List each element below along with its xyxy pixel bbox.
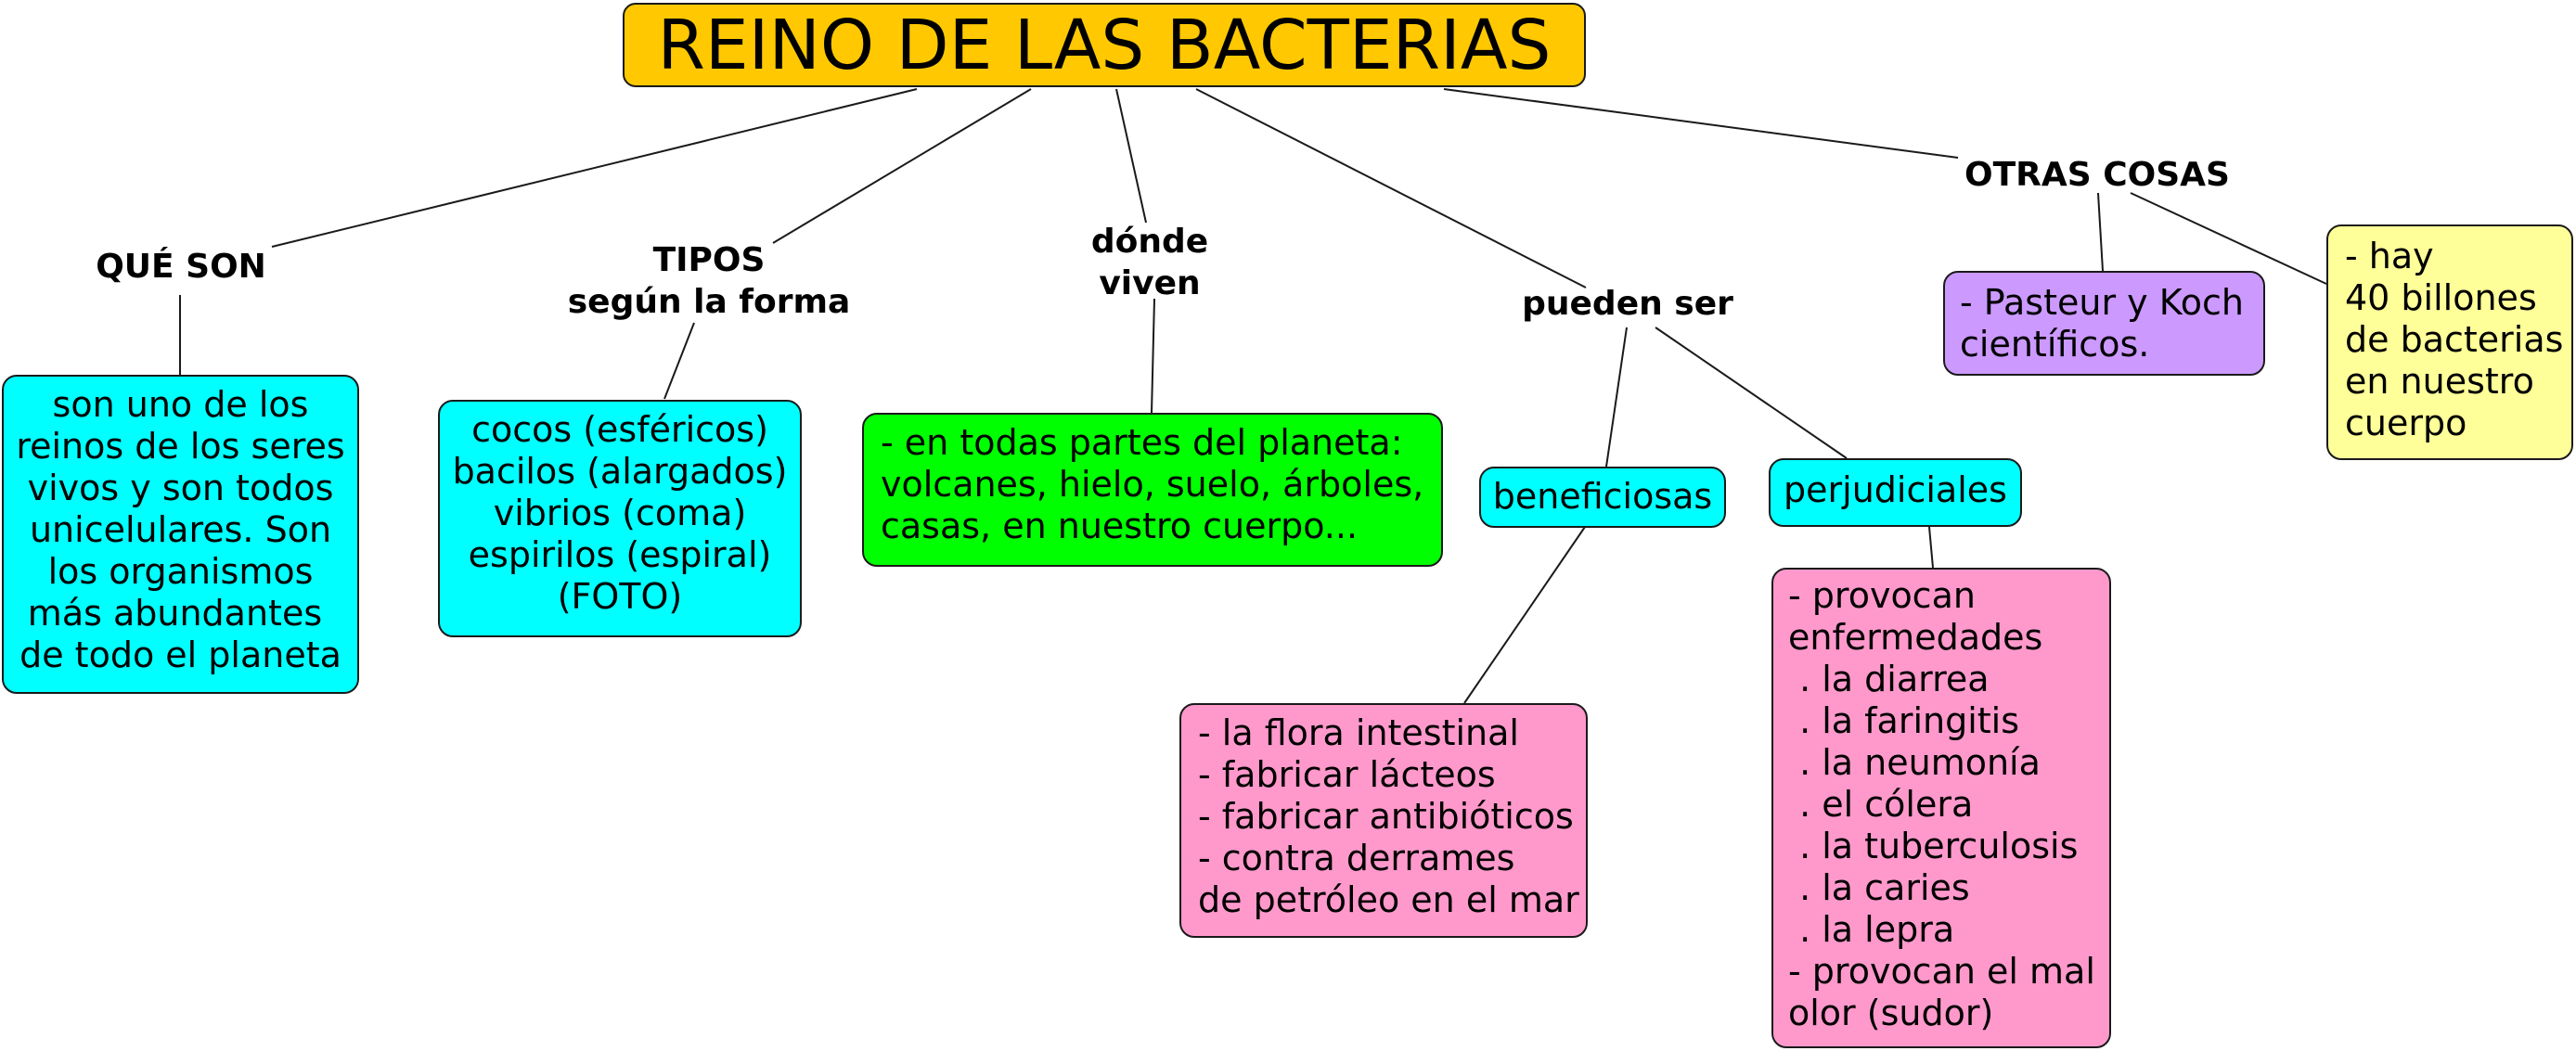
- connector-pueden-ser-perjudiciales: [1655, 327, 1848, 459]
- box-que-son: son uno de los reinos de los seres vivos…: [2, 375, 359, 694]
- box-cientificos: - Pasteur y Koch científicos.: [1943, 271, 2265, 376]
- label-que-son: QUÉ SON: [96, 248, 266, 286]
- box-perjudiciales: perjudiciales: [1769, 458, 2022, 527]
- connector-beneficiosas-box: [1463, 526, 1586, 704]
- label-donde-viven: dónde viven: [1090, 223, 1209, 302]
- main-title: REINO DE LAS BACTERIAS: [623, 3, 1586, 87]
- box-donde-viven: - en todas partes del planeta: volcanes,…: [862, 413, 1443, 567]
- connector-title-que-son: [271, 88, 918, 248]
- connector-title-pueden-ser: [1195, 88, 1587, 288]
- connector-title-otras-cosas: [1443, 88, 1959, 159]
- label-pueden-ser: pueden ser: [1522, 285, 1733, 323]
- connector-perjudiciales-box: [1928, 526, 1934, 569]
- box-perjudiciales-detail: - provocan enfermedades . la diarrea . l…: [1771, 568, 2111, 1048]
- connector-pueden-ser-beneficiosas: [1605, 327, 1628, 468]
- connector-otras-cosas-cientificos: [2097, 192, 2104, 272]
- label-tipos: TIPOS según la forma: [567, 241, 851, 321]
- box-tipos: cocos (esféricos) bacilos (alargados) vi…: [438, 400, 802, 637]
- box-beneficiosas: beneficiosas: [1479, 467, 1726, 528]
- connector-otras-cosas-bacterias: [2130, 192, 2327, 285]
- connector-donde-viven-box: [1151, 298, 1155, 414]
- connector-tipos-box: [663, 322, 695, 400]
- connector-title-tipos: [772, 88, 1032, 244]
- box-bacterias-cuerpo: - hay 40 billones de bacterias en nuestr…: [2326, 224, 2573, 460]
- label-otras-cosas: OTRAS COSAS: [1964, 156, 2230, 194]
- box-beneficiosas-detail: - la flora intestinal - fabricar lácteos…: [1179, 703, 1588, 938]
- connector-title-donde-viven: [1115, 88, 1147, 224]
